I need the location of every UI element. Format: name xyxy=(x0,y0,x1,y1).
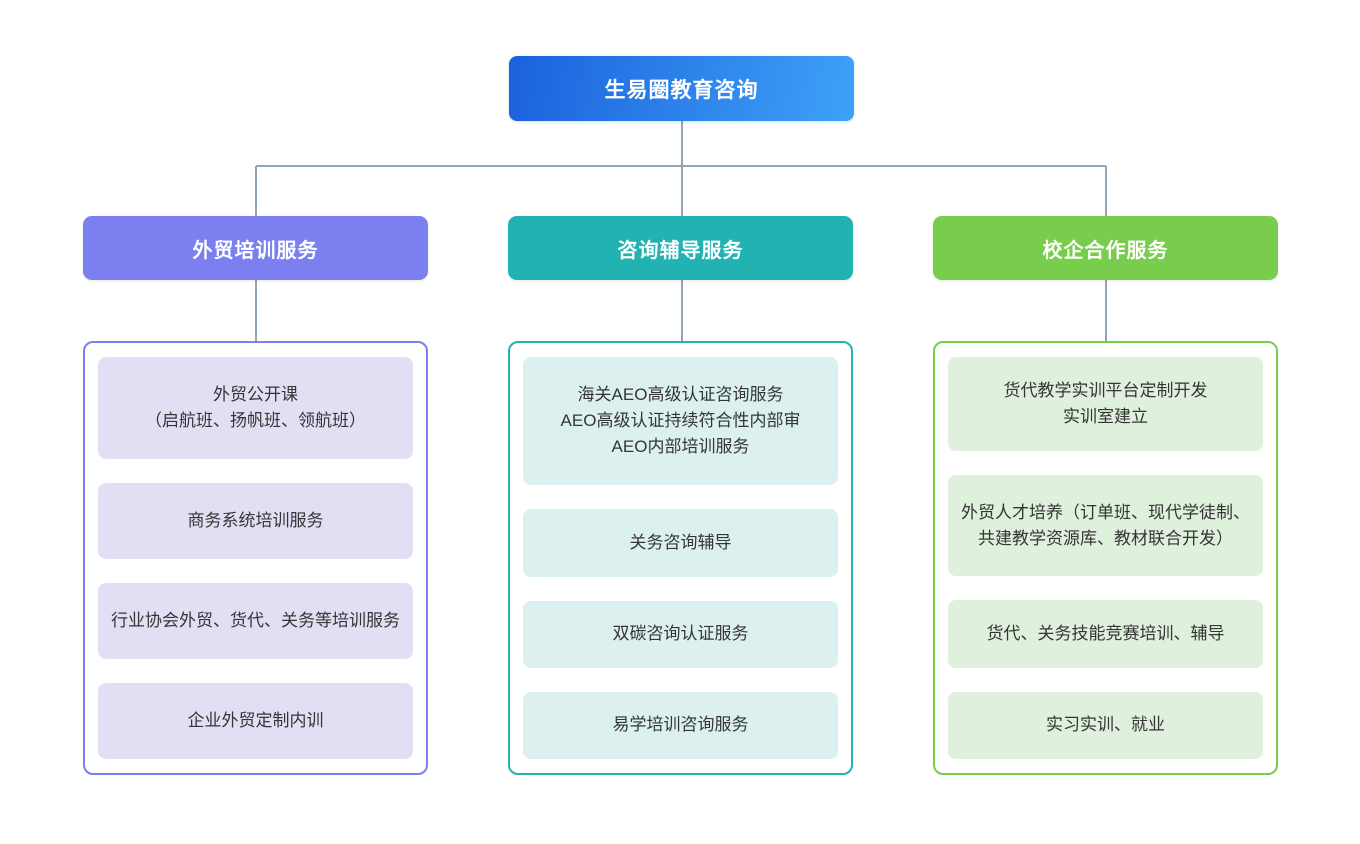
item-card[interactable]: 商务系统培训服务 xyxy=(98,483,413,559)
branch-header-label: 咨询辅导服务 xyxy=(617,239,744,262)
item-card[interactable]: 易学培训咨询服务 xyxy=(523,691,838,759)
item-card[interactable]: 海关AEO高级认证咨询服务 AEO高级认证持续符合性内部审 AEO内部培训服务 xyxy=(523,357,838,486)
root-node-label: 生易圈教育咨询 xyxy=(604,78,759,102)
branch-header-2[interactable]: 校企合作服务 xyxy=(933,216,1278,280)
branch-header-0[interactable]: 外贸培训服务 xyxy=(83,216,428,280)
item-card[interactable]: 双碳咨询认证服务 xyxy=(523,600,838,668)
branch-header-label: 校企合作服务 xyxy=(1042,239,1169,262)
branch-header-1[interactable]: 咨询辅导服务 xyxy=(508,216,853,280)
branch-header-label: 外贸培训服务 xyxy=(192,239,319,262)
branch-items-container-0: 外贸公开课 （启航班、扬帆班、领航班） 商务系统培训服务 行业协会外贸、货代、关… xyxy=(83,341,428,775)
item-card[interactable]: 货代、关务技能竞赛培训、辅导 xyxy=(948,599,1263,668)
item-card[interactable]: 实习实训、就业 xyxy=(948,691,1263,760)
item-card[interactable]: 外贸人才培养（订单班、现代学徒制、共建教学资源库、教材联合开发） xyxy=(948,475,1263,576)
branch-items-container-1: 海关AEO高级认证咨询服务 AEO高级认证持续符合性内部审 AEO内部培训服务 … xyxy=(508,341,853,775)
item-card[interactable]: 货代教学实训平台定制开发 实训室建立 xyxy=(948,357,1263,452)
item-card[interactable]: 行业协会外贸、货代、关务等培训服务 xyxy=(98,583,413,659)
branch-items-container-2: 货代教学实训平台定制开发 实训室建立 外贸人才培养（订单班、现代学徒制、共建教学… xyxy=(933,341,1278,775)
item-card[interactable]: 企业外贸定制内训 xyxy=(98,683,413,759)
item-card[interactable]: 外贸公开课 （启航班、扬帆班、领航班） xyxy=(98,357,413,459)
root-node[interactable]: 生易圈教育咨询 xyxy=(509,56,854,121)
item-card[interactable]: 关务咨询辅导 xyxy=(523,509,838,577)
